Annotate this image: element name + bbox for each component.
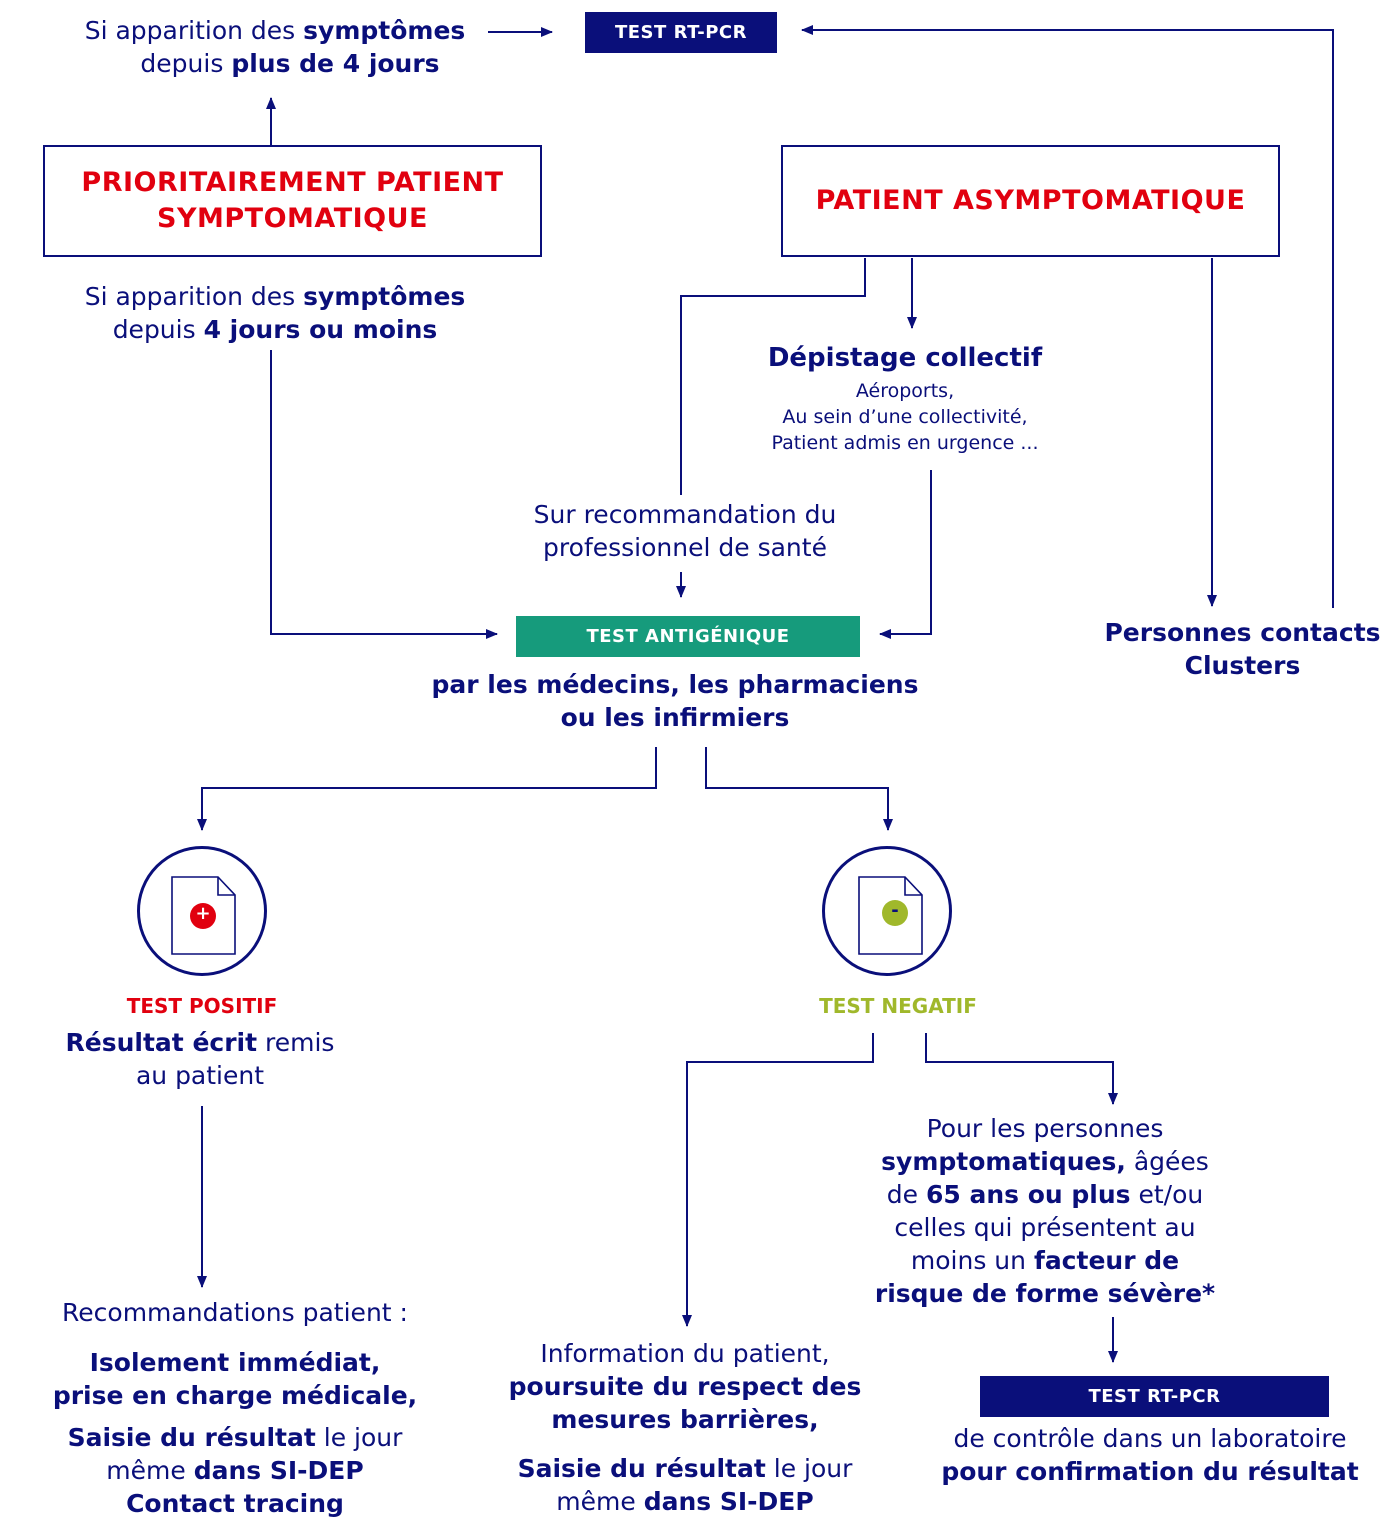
- arrow-depistage-to-antigenic: [879, 470, 932, 639]
- positive-title: TEST POSITIF: [126, 994, 278, 1018]
- control-rtpcr-label: TEST RT-PCR: [980, 1376, 1329, 1417]
- cond-l3-bold: 65 ans ou plus: [925, 1180, 1131, 1209]
- rtpcr-condition-l1-bold: symptômes: [303, 16, 466, 45]
- positive-l1-bold: Résultat écrit: [65, 1028, 258, 1057]
- sym-cond-l2-bold: 4 jours ou moins: [203, 315, 438, 344]
- antigenic-line2: ou les infirmiers: [560, 703, 790, 732]
- depistage-title: Dépistage collectif: [767, 343, 1043, 373]
- symptomatic-box: PRIORITAIREMENT PATIENT SYMPTOMATIQUE: [43, 145, 542, 257]
- positive-l2: au patient: [135, 1061, 265, 1090]
- asymptomatic-label: PATIENT ASYMPTOMATIQUE: [815, 185, 1246, 216]
- antigenic-line1: par les médecins, les pharmaciens: [431, 670, 919, 699]
- positive-saisie-rest: le jour: [315, 1423, 403, 1452]
- sym-cond-l1-pre: Si apparition des: [84, 282, 304, 311]
- rtpcr-condition-l1-pre: Si apparition des: [84, 16, 304, 45]
- cond-l2-bold: symptomatiques,: [881, 1147, 1126, 1176]
- negative-info-b1: poursuite du respect des: [508, 1372, 862, 1401]
- recommandation-line2: professionnel de santé: [543, 533, 827, 562]
- rtpcr-condition-l2-pre: depuis: [140, 49, 232, 78]
- symptomatic-line1: PRIORITAIREMENT PATIENT: [81, 167, 504, 198]
- document-icon: [171, 876, 236, 955]
- cond-l3-rest: et/ou: [1130, 1180, 1204, 1209]
- cond-l2-rest: âgées: [1125, 1147, 1209, 1176]
- positive-reco-actions: Isolement immédiat, prise en charge médi…: [25, 1346, 445, 1412]
- negative-saisie: Saisie du résultat le jour même dans SI-…: [485, 1452, 885, 1518]
- positive-reco-b1: Isolement immédiat,: [89, 1348, 381, 1377]
- recommandation-text: Sur recommandation du professionnel de s…: [500, 498, 870, 564]
- line-asym-to-recommandation: [680, 258, 866, 495]
- contacts-line2: Clusters: [1184, 651, 1301, 680]
- symptomatic-line2: SYMPTOMATIQUE: [157, 203, 428, 234]
- plus-icon: +: [195, 903, 211, 924]
- negative-info-l1: Information du patient,: [540, 1339, 830, 1368]
- cond-l4: celles qui présentent au: [894, 1213, 1196, 1242]
- cond-l5-bold: facteur de: [1033, 1246, 1180, 1275]
- contacts-line1: Personnes contacts: [1104, 618, 1381, 647]
- positive-sidep: dans SI-DEP: [193, 1456, 364, 1485]
- positive-reco-b2: prise en charge médicale,: [52, 1381, 418, 1410]
- recommandation-line1: Sur recommandation du: [533, 500, 837, 529]
- depistage-line-3: Patient admis en urgence ...: [771, 432, 1039, 454]
- negative-title: TEST NEGATIF: [819, 994, 977, 1018]
- arrow-symptomatic-to-antigenic: [270, 350, 498, 639]
- sym-cond-l1-bold: symptômes: [303, 282, 466, 311]
- control-text: de contrôle dans un laboratoire pour con…: [920, 1422, 1380, 1488]
- arrow-negative-to-conditions: [925, 1033, 1118, 1105]
- control-l2: pour confirmation du résultat: [941, 1457, 1359, 1486]
- positive-reco-title: Recommandations patient :: [62, 1298, 408, 1327]
- positive-result-icon: +: [137, 846, 267, 976]
- symptomatic-condition-text: Si apparition des symptômes depuis 4 jou…: [20, 280, 530, 346]
- negative-info: Information du patient, poursuite du res…: [485, 1337, 885, 1436]
- negative-result-icon: -: [822, 846, 952, 976]
- cond-l1: Pour les personnes: [926, 1114, 1164, 1143]
- positive-result-text: Résultat écrit remis au patient: [40, 1026, 360, 1092]
- arrow-negative-to-info: [682, 1033, 874, 1327]
- rtpcr-condition-text: Si apparition des symptômes depuis plus …: [40, 14, 510, 80]
- positive-saisie-bold: Saisie du résultat: [67, 1423, 316, 1452]
- positive-meme: même: [106, 1456, 194, 1485]
- negative-info-b2: mesures barrières,: [551, 1405, 819, 1434]
- negative-saisie-bold: Saisie du résultat: [517, 1454, 766, 1483]
- asymptomatic-box: PATIENT ASYMPTOMATIQUE: [781, 145, 1280, 257]
- positive-saisie: Saisie du résultat le jour même dans SI-…: [25, 1421, 445, 1520]
- arrow-contacts-to-rtpcr: [801, 25, 1334, 608]
- rtpcr-condition-l2-bold: plus de 4 jours: [231, 49, 440, 78]
- contacts-text: Personnes contacts Clusters: [1095, 616, 1386, 682]
- positive-contact-tracing: Contact tracing: [126, 1489, 344, 1518]
- depistage-line-2: Au sein d’une collectivité,: [782, 406, 1028, 428]
- negative-saisie-rest: le jour: [765, 1454, 853, 1483]
- negative-meme: même: [556, 1487, 644, 1516]
- control-l1: de contrôle dans un laboratoire: [953, 1424, 1347, 1453]
- arrow-antigenic-to-negative: [705, 747, 893, 831]
- arrow-antigenic-to-positive: [197, 747, 657, 831]
- positive-l1-rest: remis: [257, 1028, 335, 1057]
- minus-icon: -: [891, 900, 899, 921]
- top-rtpcr-label: TEST RT-PCR: [585, 12, 777, 53]
- cond-l6: risque de forme sévère*: [874, 1279, 1216, 1308]
- antigenic-label: TEST ANTIGÉNIQUE: [516, 616, 860, 657]
- depistage-block: Dépistage collectif Aéroports, Au sein d…: [720, 342, 1090, 456]
- antigenic-performers: par les médecins, les pharmaciens ou les…: [380, 668, 970, 734]
- depistage-line-1: Aéroports,: [855, 380, 955, 402]
- negative-sidep: dans SI-DEP: [643, 1487, 814, 1516]
- sym-cond-l2-pre: depuis: [112, 315, 204, 344]
- cond-l3-pre: de: [886, 1180, 926, 1209]
- negative-conditions: Pour les personnes symptomatiques, âgées…: [850, 1112, 1240, 1310]
- document-icon: [858, 876, 923, 955]
- cond-l5-pre: moins un: [910, 1246, 1034, 1275]
